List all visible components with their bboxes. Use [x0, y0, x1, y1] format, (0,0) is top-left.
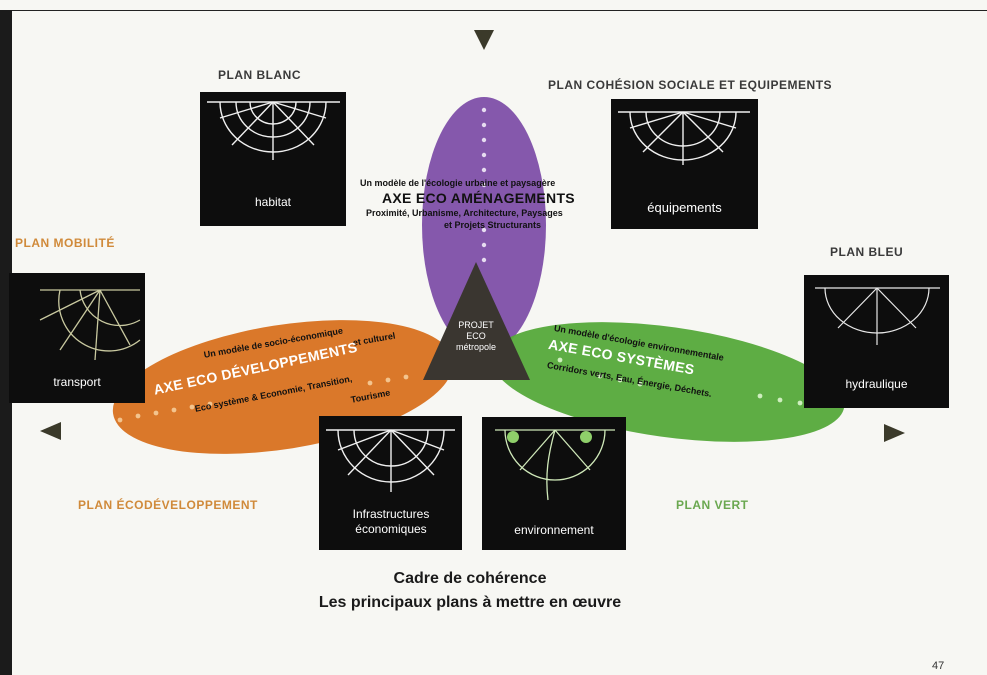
box-label-environnement: environnement [514, 523, 594, 537]
arc-lattice-icon [618, 111, 750, 165]
green-node [507, 431, 519, 443]
center-line-2: ECO [466, 331, 486, 341]
label-plan-mobilite: PLAN MOBILITÉ [15, 236, 115, 250]
caption-line-1: Cadre de cohérence [393, 570, 547, 587]
amenagements-title: AXE ECO AMÉNAGEMENTS [382, 190, 575, 206]
center-triangle [423, 262, 530, 380]
arrow-right-icon [884, 424, 905, 442]
arc-lattice-icon [815, 287, 940, 345]
label-plan-ecodev: PLAN ÉCODÉVELOPPEMENT [78, 498, 258, 512]
orange-dots [117, 374, 409, 423]
label-plan-cohesion: PLAN COHÉSION SOCIALE ET EQUIPEMENTS [548, 78, 833, 92]
amenagements-details-2: et Projets Structurants [444, 220, 542, 230]
label-plan-vert: PLAN VERT [676, 498, 749, 512]
amenagements-details-1: Proximité, Urbanisme, Architecture, Pays… [366, 208, 563, 218]
box-transport [9, 273, 145, 403]
label-plan-bleu: PLAN BLEU [830, 245, 904, 259]
box-equipements [611, 99, 758, 229]
green-dots [557, 357, 803, 406]
box-label-habitat: habitat [254, 195, 292, 209]
green-node [580, 431, 592, 443]
arc-lattice-icon [207, 101, 340, 160]
arrow-left-icon [40, 422, 61, 440]
arc-lattice-icon [326, 429, 455, 492]
caption-line-2: Les principaux plans à mettre en œuvre [318, 594, 622, 611]
purple-ellipse [422, 97, 546, 353]
center-line-3: métropole [455, 342, 497, 352]
box-label-infrastructures: Infrastructures économiques [352, 507, 430, 536]
page-number: 47 [932, 660, 945, 672]
top-border [12, 10, 987, 11]
box-label-hydraulique: hydraulique [845, 377, 908, 391]
green-ellipse [491, 322, 845, 442]
center-line-1: PROJET [458, 320, 494, 330]
box-label-transport: transport [53, 375, 101, 389]
box-label-equipements: équipements [647, 200, 722, 215]
amenagements-subtitle: Un modèle de l'écologie urbaine et paysa… [360, 178, 556, 188]
purple-dots [481, 107, 487, 263]
arrow-down-icon [474, 30, 494, 50]
left-scan-edge [0, 10, 12, 675]
arc-lattice-icon [495, 429, 615, 501]
label-plan-blanc: PLAN BLANC [218, 68, 301, 82]
arc-lattice-icon [39, 289, 141, 361]
